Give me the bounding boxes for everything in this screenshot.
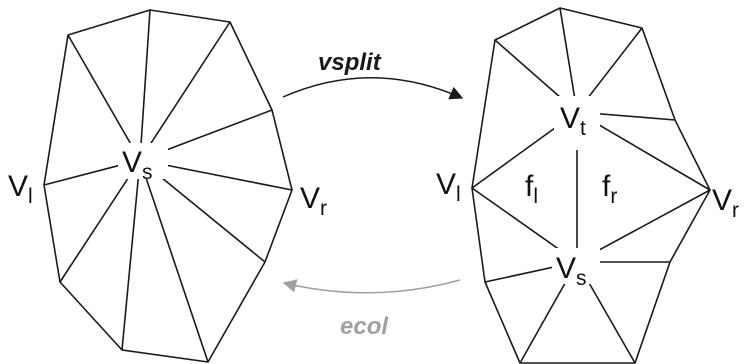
right-spoke <box>559 7 578 113</box>
vs-label-backing <box>552 248 600 284</box>
left-vl-label: Vl <box>8 170 33 208</box>
left-spoke <box>59 159 141 283</box>
right-mesh: Vt Vs Vl Vr fl fr <box>436 7 739 364</box>
left-vs-label: Vs <box>122 146 153 184</box>
right-mesh-boundary <box>471 7 711 364</box>
vs-label-backing <box>118 143 168 179</box>
left-mesh-boundary <box>43 9 293 363</box>
right-vs-label: Vs <box>556 252 587 290</box>
left-spoke <box>67 34 141 161</box>
left-spoke <box>139 9 151 161</box>
right-mesh-spokes <box>471 7 711 364</box>
ecol-arrow: ecol <box>282 279 461 340</box>
vt-label-backing <box>554 96 600 144</box>
left-vr-label: Vr <box>300 182 327 220</box>
left-mesh: Vs Vl Vr <box>8 9 327 363</box>
left-spoke <box>139 21 231 161</box>
right-vl-label: Vl <box>436 168 461 206</box>
face-fl-label: fl <box>525 170 538 208</box>
left-spoke <box>139 159 209 363</box>
right-vr-label: Vr <box>712 184 739 222</box>
ecol-arrow-curve <box>282 279 461 294</box>
vsplit-arrow: vsplit <box>282 49 464 100</box>
vsplit-arrow-curve <box>282 77 464 100</box>
left-spoke <box>121 159 141 351</box>
face-fr-label: fr <box>602 170 617 208</box>
vsplit-label: vsplit <box>318 49 382 76</box>
left-mesh-spokes <box>43 9 293 363</box>
ecol-label: ecol <box>340 313 389 340</box>
right-vt-label: Vt <box>560 102 586 140</box>
